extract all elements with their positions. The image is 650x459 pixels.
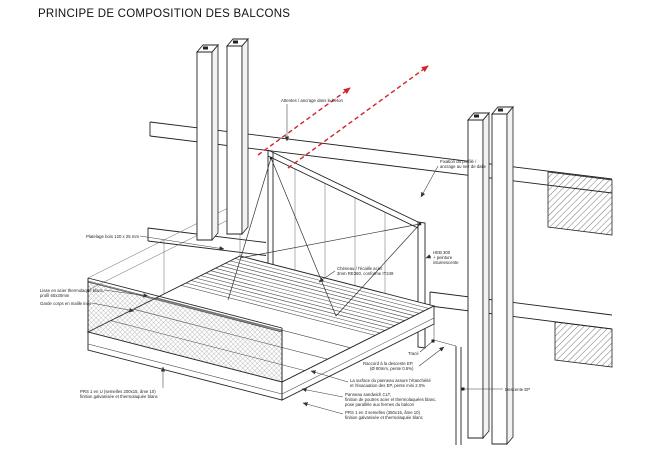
annotation-panneau: finition de poutres acier et thermolaqué… (345, 397, 436, 402)
annotation-trace: Tracé (408, 351, 419, 356)
rainwater-downpipe (433, 306, 462, 445)
annotation-raccord: Raccord à la descente EP, (363, 361, 413, 366)
leader-lines (91, 104, 503, 415)
annotation-surface: La surface du panneau assure l'étanchéit… (350, 378, 431, 383)
annotation-garde-corps: Garde corps en maille inox (40, 301, 92, 306)
mesh-guardrail (87, 277, 283, 383)
slab-section-hatch (554, 321, 613, 368)
annotation-panneau: Panneau sandwich CLT, (345, 392, 391, 397)
anchor-plate (233, 40, 238, 44)
annotation-prs-balcon: PRS 1 en 3 semelles (350x15, âme 10) (345, 410, 421, 415)
lower-floor-slab (429, 291, 613, 368)
tie-rods (227, 156, 422, 317)
annotation-heb: + peinture (433, 255, 453, 260)
red-anchor-arrows (257, 65, 429, 169)
annotation-lisse: Lisse en acier thermolaqué blanc, (40, 288, 104, 293)
anchor-plate (203, 46, 208, 50)
anchor-plate (474, 114, 479, 118)
annotation-prs-rive: finition galvanisée et thermolaquée blan… (80, 394, 159, 399)
annotation-cheneau: 3mm RE360, conforme IT249 (337, 271, 394, 276)
annotation-surface: et l'évacuation des EP, pente mini 2.0% (350, 383, 425, 388)
annotation-cheneau: Chéneau / l'écaille acier (337, 266, 383, 271)
annotation-lisse: profil 60x30mm (40, 293, 70, 298)
annotation-fixation: Fixation du profilé / (440, 159, 477, 164)
column-back-left (196, 43, 219, 242)
annotation-labels: Attentes / ancrage dans le béton Platela… (40, 98, 530, 420)
upper-floor-slab (149, 121, 613, 236)
anchor-plate (498, 108, 503, 112)
column-back-right (226, 37, 249, 236)
page-title: PRINCIPE DE COMPOSITION DES BALCONS (38, 8, 291, 20)
annotation-prs-rive: PRS 1 en U (semelles 200x15, âme 10) (80, 389, 156, 394)
annotation-heb: HEB 300 (433, 250, 451, 255)
annotation-platelage: Platelage bois 120 x 25 mm (86, 234, 139, 239)
annotation-raccord: (Ø 80mm, pente 0.5%) (370, 366, 414, 371)
annotation-fixation: ancrage au nez de dalle (440, 164, 486, 169)
column-front-left (467, 111, 490, 440)
anchor-arrow (257, 87, 351, 156)
annotation-descente: Descente EP (505, 387, 530, 392)
annotation-prs-balcon: finition galvanisée et thermolaquée blan… (345, 415, 424, 420)
annotation-heb: intumescente (433, 260, 459, 265)
slab-section-hatch (547, 171, 613, 236)
annotation-attentes: Attentes / ancrage dans le béton (281, 98, 343, 103)
annotation-panneau: pose parallèle aux fermes du balcon (345, 402, 415, 407)
anchor-arrow (287, 65, 429, 169)
column-front-right (491, 105, 514, 446)
